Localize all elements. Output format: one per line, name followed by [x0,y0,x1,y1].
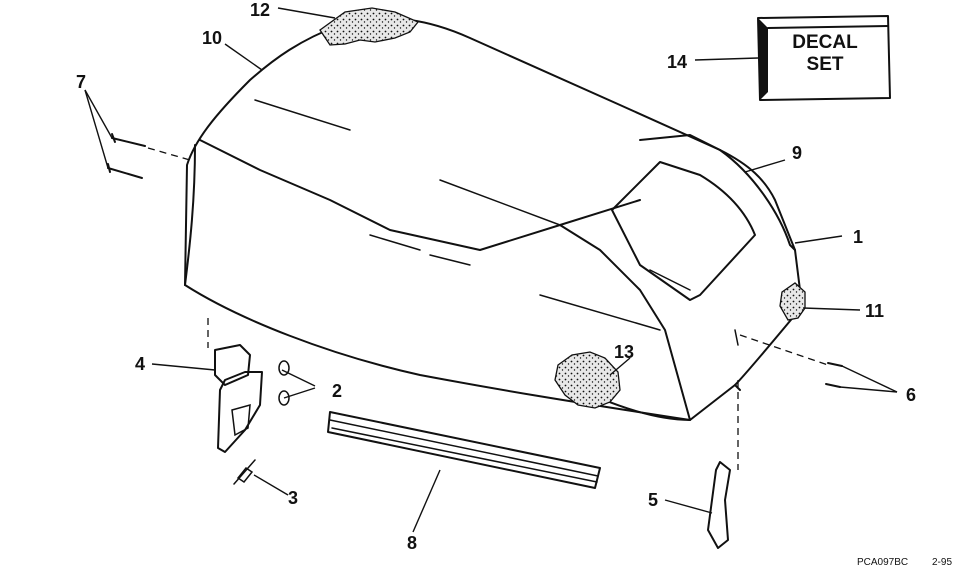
figure-revision: 2-95 [932,557,952,567]
callout-11: 11 [865,301,884,321]
callout-1: 1 [853,227,863,247]
leader-lines [84,7,898,533]
decal-patch-11 [779,282,806,321]
decal-line1: DECAL [792,32,858,53]
callout-10: 10 [202,28,222,48]
callout-6: 6 [906,385,916,405]
decal-line2: SET [807,54,844,75]
callout-3: 3 [288,488,298,508]
callout-7: 7 [76,72,86,92]
callout-12: 12 [250,0,270,20]
callout-13: 13 [614,342,634,362]
decal-patch-13 [554,351,621,409]
callout-14: 14 [667,52,687,72]
callout-5: 5 [648,490,658,510]
callout-8: 8 [407,533,417,553]
decal-set-box: DECAL SET [757,15,891,101]
callout-4: 4 [135,354,145,374]
bracket-5 [707,380,739,549]
figure-code: PCA097BC [857,557,908,567]
callout-2: 2 [332,381,342,401]
engine-cover [184,17,801,421]
screws-6 [734,329,843,388]
callout-9: 9 [792,143,802,163]
pins-7 [107,133,191,179]
decal-patch-12 [319,7,420,46]
seal-strip-8 [327,411,601,489]
latch-assembly [207,318,290,485]
